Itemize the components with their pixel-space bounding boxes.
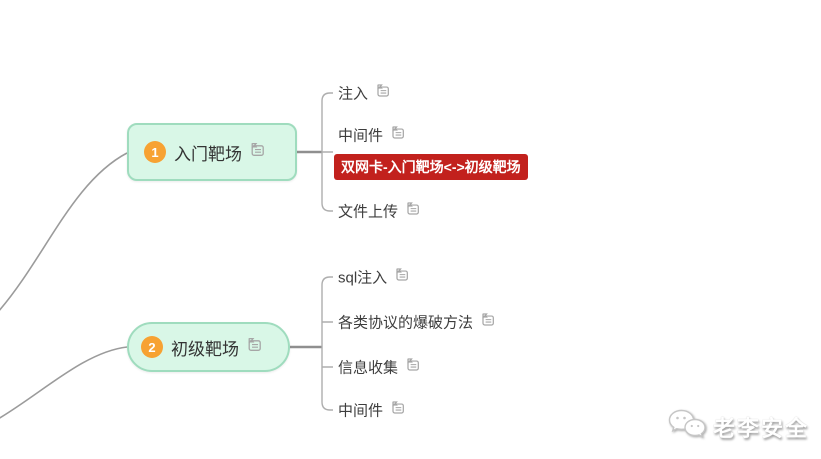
priority-badge-2: 2 <box>141 336 163 358</box>
note-icon[interactable] <box>246 337 262 358</box>
note-icon[interactable] <box>405 202 420 221</box>
topic-beginner-range[interactable]: 1 入门靶场 <box>127 123 297 181</box>
watermark: 老李安全 <box>667 407 809 446</box>
watermark-text: 老李安全 <box>712 415 809 441</box>
subtopic-label: sql注入 <box>338 269 388 287</box>
subtopic-label: 文件上传 <box>338 203 399 221</box>
subtopic-label: 信息收集 <box>338 359 399 377</box>
note-icon[interactable] <box>394 268 409 287</box>
topic-label: 初级靶场 <box>171 339 239 359</box>
topic-elementary-range[interactable]: 2 初级靶场 <box>127 322 290 372</box>
wechat-logo-icon <box>667 407 707 446</box>
note-icon[interactable] <box>375 84 390 103</box>
subtopic-middleware-2[interactable]: 中间件 <box>338 400 405 421</box>
note-icon[interactable] <box>480 313 495 332</box>
subtopic-file-upload[interactable]: 文件上传 <box>338 201 420 222</box>
subtopic-label: 各类协议的爆破方法 <box>338 314 474 332</box>
subtopic-middleware-1[interactable]: 中间件 <box>338 125 405 146</box>
note-icon[interactable] <box>390 401 405 420</box>
note-icon[interactable] <box>405 358 420 377</box>
subtopic-protocol-bruteforce[interactable]: 各类协议的爆破方法 <box>338 312 495 333</box>
note-icon[interactable] <box>390 126 405 145</box>
subtopic-label: 注入 <box>338 85 369 103</box>
callout-dual-nic[interactable]: 双网卡-入门靶场<->初级靶场 <box>334 154 528 180</box>
subtopic-label: 中间件 <box>338 127 384 145</box>
subtopic-info-gathering[interactable]: 信息收集 <box>338 357 420 378</box>
note-icon[interactable] <box>249 142 265 163</box>
subtopic-injection[interactable]: 注入 <box>338 83 390 104</box>
subtopic-label: 中间件 <box>338 402 384 420</box>
topic-label: 入门靶场 <box>174 144 242 164</box>
priority-badge-1: 1 <box>144 141 166 163</box>
subtopic-sql-injection[interactable]: sql注入 <box>338 267 409 288</box>
